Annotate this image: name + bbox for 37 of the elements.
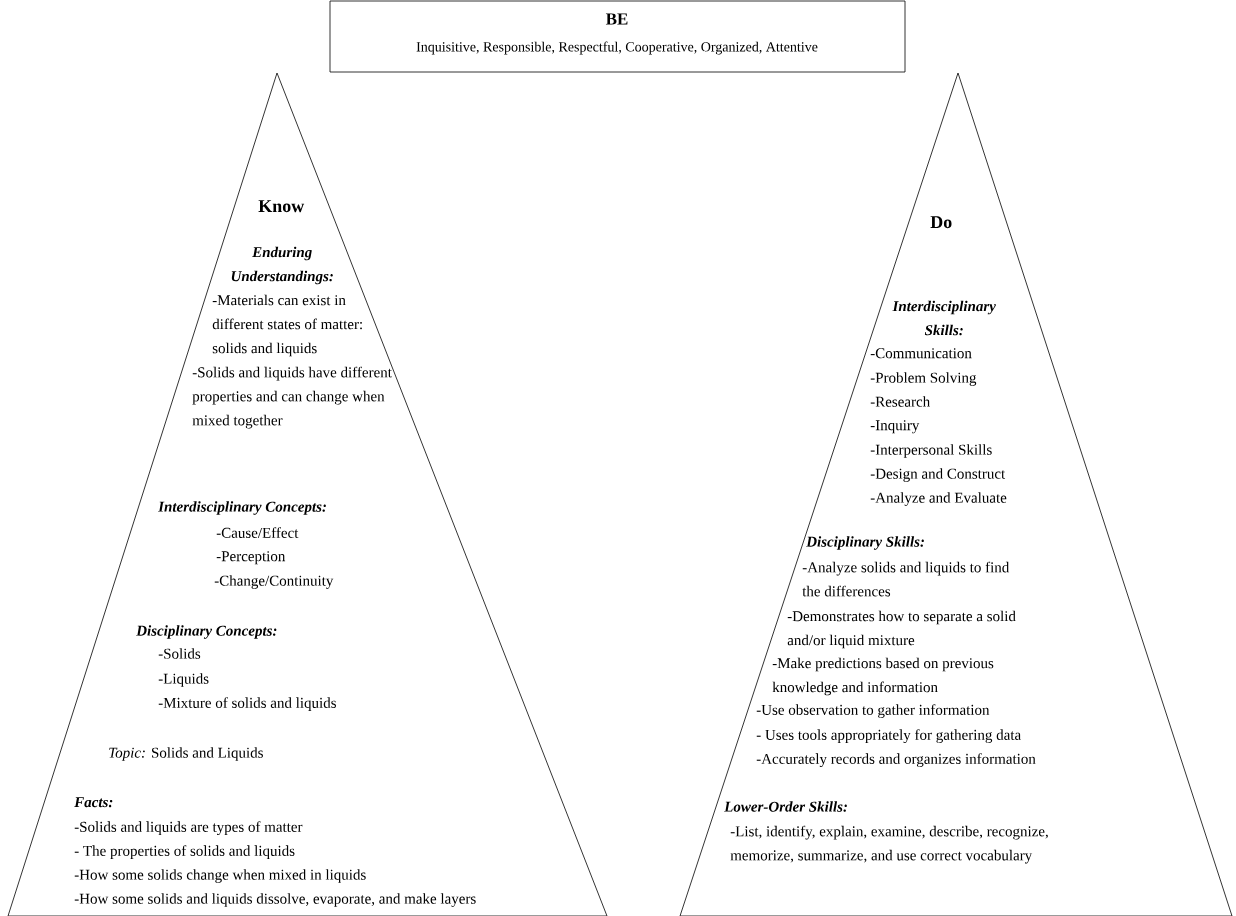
list-item: Topic: Solids and Liquids (109, 747, 263, 761)
list-item: -Analyze and Evaluate (870, 492, 1007, 506)
list-item: -Solids (158, 648, 201, 659)
list-item: -Inquiry (870, 420, 920, 434)
list-item: -Materials can exist in different states of matter: solids and liquids (212, 294, 362, 357)
section-heading: Disciplinary Skills: (806, 536, 924, 550)
list-item: -Solids and liquids are types of matter (74, 821, 303, 835)
list-item: -Change/Continuity (214, 575, 334, 589)
triangle-heading: Know (258, 200, 305, 213)
list-item: -Mixture of solids and liquids (158, 697, 336, 711)
list-item: -Liquids (158, 673, 209, 687)
section-heading: Facts: (74, 797, 113, 808)
title-box: BE Inquisitive, Responsible, Respectful, Cooperative, Organized, Attentive (329, 0, 906, 73)
section-heading: Interdisciplinary Concepts: (158, 501, 326, 515)
list-item: -How some solids change when mixed in liquids (74, 869, 366, 883)
list-item: -Solids and liquids have different properties and can change when mixed together (192, 366, 392, 429)
list-item: -Analyze solids and liquids to find the differences (802, 561, 1010, 597)
section-heading: Disciplinary Concepts: (136, 625, 277, 639)
list-item: -Interpersonal Skills (870, 444, 992, 458)
list-item: -Problem Solving (870, 372, 977, 386)
list-item: -Demonstrates how to separate a solid and/or liquid mixture (787, 610, 1016, 649)
list-item: -Cause/Effect (216, 527, 299, 538)
list-item: -Research (870, 396, 930, 407)
list-item: -Design and Construct (870, 468, 1006, 482)
section-heading: Interdisciplinary Skills: (892, 300, 996, 336)
triangle-heading: Do (930, 216, 952, 229)
list-item: -How some solids and liquids dissolve, evaporate, and make layers (74, 893, 476, 907)
section-heading: Enduring Understandings: (231, 246, 333, 285)
list-item: -Use observation to gather information (756, 704, 990, 718)
list-item: -Perception (216, 551, 286, 565)
list-item: - Uses tools appropriately for gathering data (756, 729, 1021, 743)
list-item: -List, identify, explain, examine, describe, recognize, memorize, summarize, and use correct vocabulary (730, 825, 1048, 864)
list-item: -Make predictions based on previous knowledge and information (772, 657, 994, 696)
section-heading: Lower-Order Skills: (724, 801, 847, 812)
list-item: -Communication (870, 348, 972, 359)
list-item: -Accurately records and organizes information (756, 753, 1036, 767)
list-item: - The properties of solids and liquids (74, 845, 295, 859)
